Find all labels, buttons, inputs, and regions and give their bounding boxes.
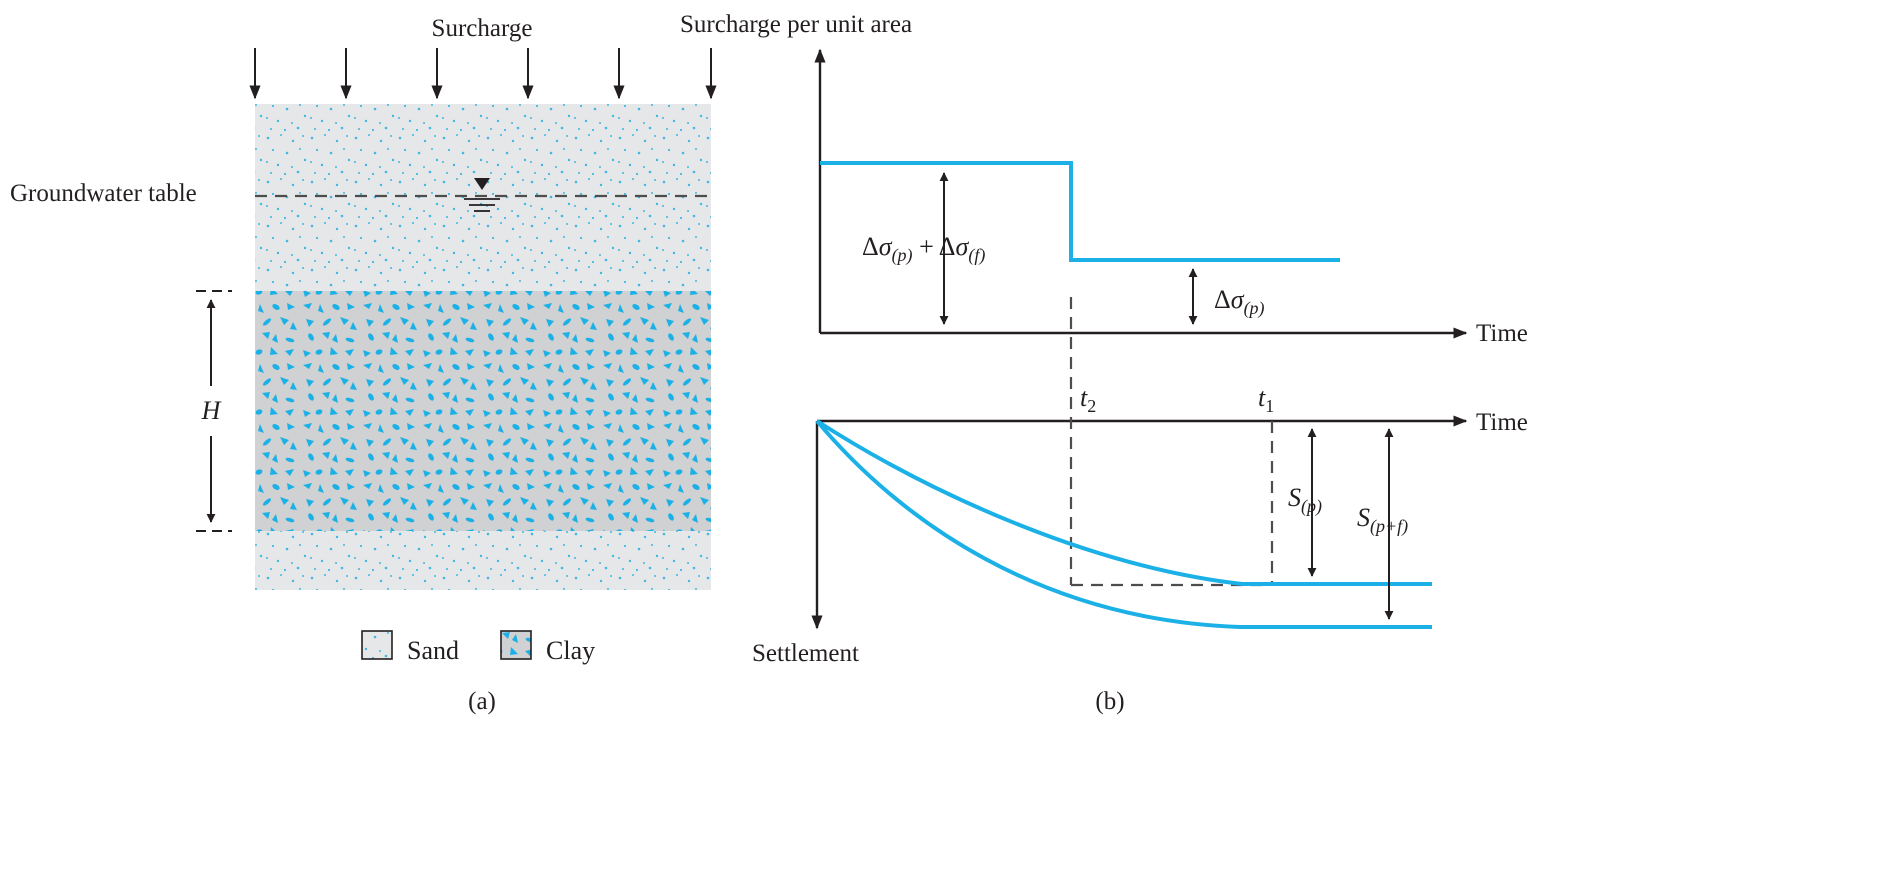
t1-label: t1 bbox=[1258, 383, 1274, 416]
water-table-symbol-icon bbox=[464, 178, 500, 212]
groundwater-table-label: Groundwater table bbox=[10, 180, 197, 207]
lower-sand-layer bbox=[255, 531, 711, 590]
thickness-label: H bbox=[201, 396, 222, 425]
legend-clay-swatch bbox=[500, 630, 532, 660]
permanent-load-label: Δσ(p) bbox=[1214, 285, 1265, 319]
thickness-dimension bbox=[196, 290, 232, 532]
settlement-label: Settlement bbox=[752, 640, 859, 667]
surcharge-arrows bbox=[249, 48, 717, 100]
caption-a: (a) bbox=[468, 688, 496, 715]
clay-layer bbox=[255, 291, 711, 531]
legend-sand-label: Sand bbox=[407, 636, 459, 665]
surcharge-label: Surcharge bbox=[432, 15, 533, 42]
caption-b: (b) bbox=[1095, 688, 1124, 715]
t2-label: t2 bbox=[1080, 383, 1096, 416]
upper-sand-layer bbox=[255, 104, 711, 291]
time-label-bottom: Time bbox=[1476, 409, 1528, 436]
surcharge-load-history-line bbox=[820, 161, 1340, 262]
settlement-curve-permanent-plus-surcharge bbox=[815, 419, 1432, 629]
settlement-pf-label: S(p+f) bbox=[1357, 503, 1408, 537]
panel-b: Surcharge per unit area Time Δσ(p) + Δσ(… bbox=[680, 11, 1528, 715]
load-axis-label: Surcharge per unit area bbox=[680, 11, 912, 38]
settlement-curve-permanent bbox=[815, 419, 1432, 586]
settlement-p-label: S(p) bbox=[1288, 483, 1322, 517]
legend-clay-label: Clay bbox=[546, 636, 595, 665]
panel-a: Surcharge Groundwater table H bbox=[10, 15, 717, 715]
time-label-top: Time bbox=[1476, 320, 1528, 347]
total-load-label: Δσ(p) + Δσ(f) bbox=[862, 232, 985, 266]
legend-sand-swatch bbox=[361, 630, 393, 660]
legend: Sand Clay bbox=[361, 630, 595, 665]
